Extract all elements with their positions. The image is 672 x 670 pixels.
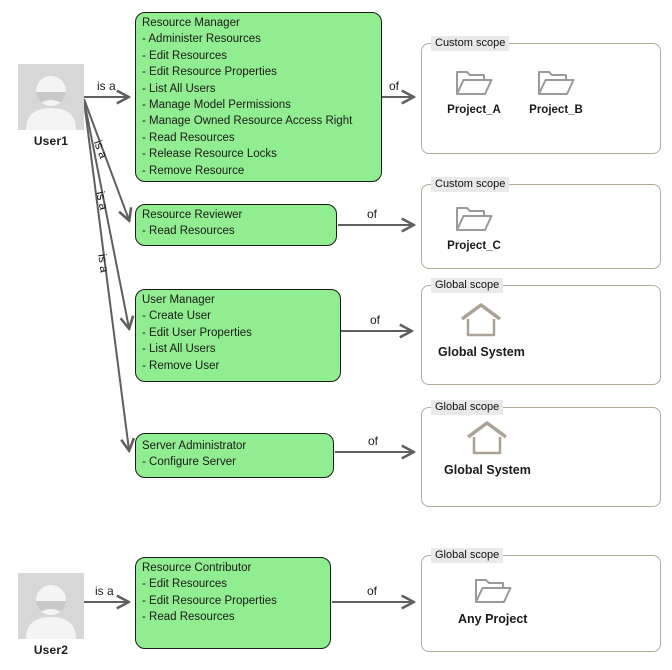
user-node-user1[interactable]: User1 bbox=[18, 64, 84, 148]
user-avatar-icon bbox=[18, 573, 84, 639]
scope-item-global-system[interactable]: Global System bbox=[444, 421, 531, 477]
scope-item-project-a[interactable]: Project_A bbox=[442, 63, 506, 116]
home-icon bbox=[438, 303, 525, 338]
role-permission: - Edit User Properties bbox=[142, 326, 252, 339]
scope-item-label: Any Project bbox=[458, 612, 528, 626]
scope-item-label: Global System bbox=[444, 463, 531, 477]
role-permission: - Remove User bbox=[142, 359, 220, 372]
scope-box-custom-1[interactable]: Custom scope Project_A Pro bbox=[421, 36, 661, 154]
role-permission: - Create User bbox=[142, 310, 212, 323]
role-permission: - Remove Resource bbox=[142, 164, 245, 177]
user-node-user2[interactable]: User2 bbox=[18, 573, 84, 657]
scope-item-label: Global System bbox=[438, 345, 525, 359]
user-name-label: User2 bbox=[33, 643, 69, 657]
role-node-server-administrator[interactable]: Server Administrator - Configure Server bbox=[135, 433, 334, 478]
arrow-user1-user-manager bbox=[83, 99, 129, 328]
role-permission: - Edit Resource Properties bbox=[142, 66, 277, 79]
scope-box-global-1[interactable]: Global scope Global System bbox=[421, 278, 661, 385]
role-permission: - List All Users bbox=[142, 82, 216, 95]
edge-label-of: of bbox=[370, 313, 381, 327]
edge-label-of: of bbox=[367, 584, 378, 598]
folder-icon bbox=[458, 571, 527, 605]
role-permission: - Administer Resources bbox=[142, 33, 261, 46]
role-permission: - Read Resources bbox=[142, 611, 235, 624]
role-node-user-manager[interactable]: User Manager - Create User - Edit User P… bbox=[135, 289, 341, 382]
role-permission: - Manage Owned Resource Access Right bbox=[142, 115, 353, 128]
role-permission: - Edit Resources bbox=[142, 49, 228, 62]
role-node-resource-manager[interactable]: Resource Manager - Administer Resources … bbox=[135, 12, 382, 182]
role-node-resource-contributor[interactable]: Resource Contributor - Edit Resources - … bbox=[135, 557, 331, 649]
role-permission: - Release Resource Locks bbox=[142, 148, 277, 161]
scope-title: Custom scope bbox=[431, 177, 510, 192]
scope-box-custom-2[interactable]: Custom scope Project_C bbox=[421, 177, 661, 269]
folder-icon bbox=[442, 199, 506, 233]
role-title: Resource Reviewer bbox=[142, 209, 243, 221]
scope-title: Global scope bbox=[431, 548, 504, 563]
edge-label-of: of bbox=[389, 79, 400, 93]
user-name-label: User1 bbox=[33, 134, 69, 148]
role-permission: - Manage Model Permissions bbox=[142, 99, 291, 112]
user-avatar-icon bbox=[18, 64, 84, 130]
arrow-user1-resource-reviewer bbox=[83, 98, 129, 220]
scope-title: Custom scope bbox=[431, 36, 510, 51]
scope-box-global-3[interactable]: Global scope Any Project bbox=[421, 548, 661, 652]
edge-label-of: of bbox=[368, 434, 379, 448]
role-permission: - Edit Resources bbox=[142, 578, 228, 591]
edge-label-of: of bbox=[367, 207, 378, 221]
edge-label-is-a: is a bbox=[97, 79, 116, 93]
role-permission: - Configure Server bbox=[142, 456, 236, 469]
scope-title: Global scope bbox=[431, 400, 504, 415]
scope-box-global-2[interactable]: Global scope Global System bbox=[421, 400, 661, 507]
role-permission: - Read Resources bbox=[142, 131, 235, 144]
scope-item-label: Project_A bbox=[447, 104, 501, 116]
role-permission: - Read Resources bbox=[142, 225, 235, 238]
role-title: Resource Manager bbox=[142, 17, 240, 29]
scope-item-any-project[interactable]: Any Project bbox=[458, 571, 527, 626]
scope-item-label: Project_B bbox=[529, 104, 583, 116]
scope-title: Global scope bbox=[431, 278, 504, 293]
role-node-resource-reviewer[interactable]: Resource Reviewer - Read Resources bbox=[135, 204, 337, 246]
scope-item-project-b[interactable]: Project_B bbox=[524, 63, 588, 116]
arrow-user1-server-administrator bbox=[83, 100, 129, 450]
role-title: User Manager bbox=[142, 294, 215, 306]
role-title: Server Administrator bbox=[142, 440, 247, 452]
edge-label-is-a: is a bbox=[95, 584, 114, 598]
home-icon bbox=[444, 421, 531, 456]
role-permission: - Edit Resource Properties bbox=[142, 594, 277, 607]
folder-icon bbox=[524, 63, 588, 97]
folder-icon bbox=[442, 63, 506, 97]
role-permission: - List All Users bbox=[142, 343, 216, 356]
role-title: Resource Contributor bbox=[142, 562, 252, 574]
scope-item-global-system[interactable]: Global System bbox=[438, 303, 525, 359]
edge-label-is-a: is a bbox=[95, 253, 112, 274]
scope-item-project-c[interactable]: Project_C bbox=[442, 199, 506, 252]
scope-item-label: Project_C bbox=[447, 240, 501, 252]
